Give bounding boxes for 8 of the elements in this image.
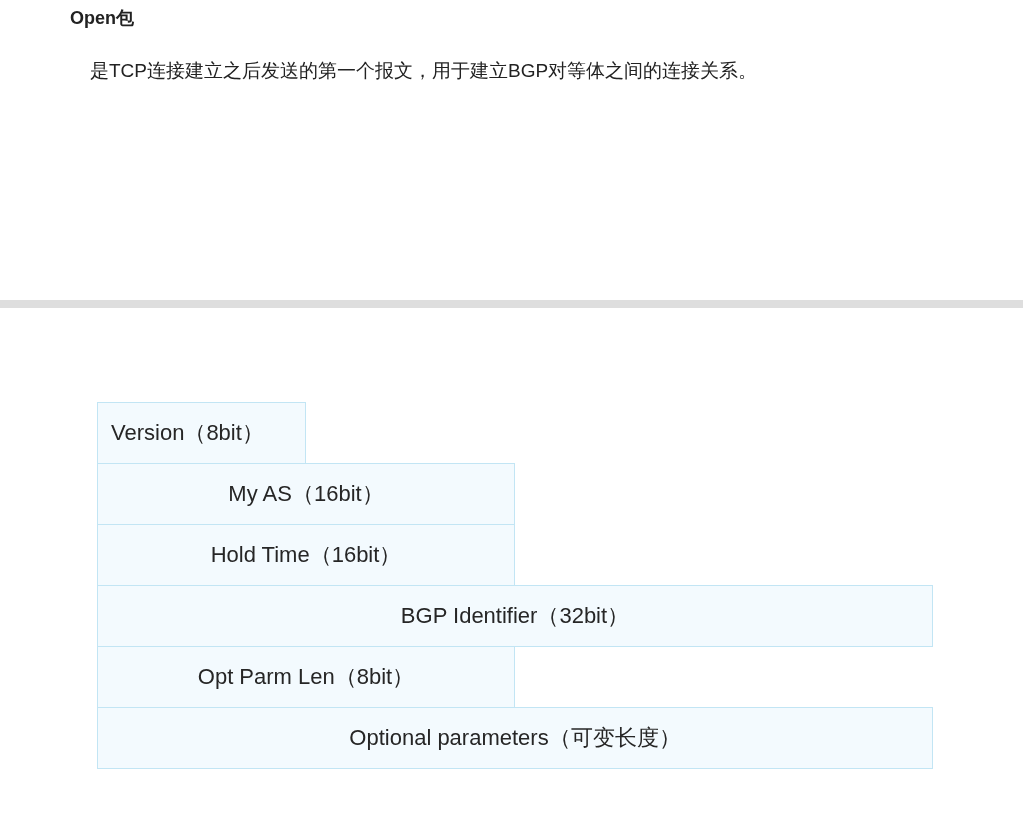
description-text: 是TCP连接建立之后发送的第一个报文，用于建立BGP对等体之间的连接关系。 [90,59,758,83]
field-box: Version（8bit） [97,402,306,464]
field-box: Optional parameters（可变长度） [97,707,933,769]
field-box: BGP Identifier（32bit） [97,585,933,647]
heading: Open包 [70,7,134,30]
field-box: Hold Time（16bit） [97,524,515,586]
field-box: My AS（16bit） [97,463,515,525]
field-box: Opt Parm Len（8bit） [97,646,515,708]
